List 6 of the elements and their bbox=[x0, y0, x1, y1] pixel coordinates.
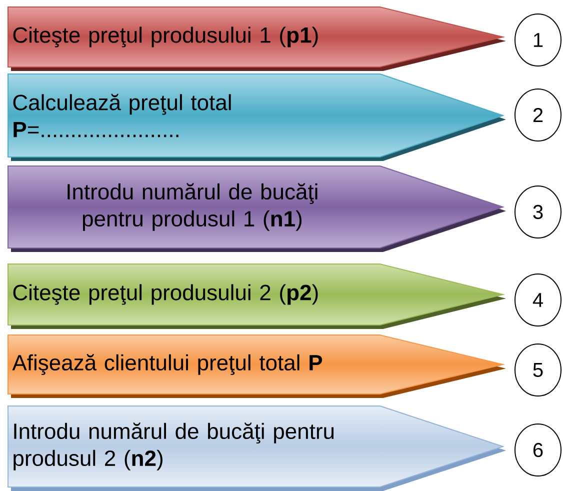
arrow-box: Introdu numărul de bucăţi pentru produsul 2 (n2) bbox=[8, 406, 506, 491]
arrow-box: Afişează clientului preţul total P bbox=[8, 334, 506, 398]
arrow-box: Citeşte preţul produsului 2 (p2) bbox=[8, 264, 506, 329]
arrow-box: Citeşte preţul produsului 1 (p1) bbox=[8, 6, 506, 71]
arrow-box: Calculează preţul total P=....................... bbox=[8, 74, 506, 161]
arrow-box: Introdu numărul de bucăţi pentru produsul 1 (n1) bbox=[8, 166, 506, 252]
